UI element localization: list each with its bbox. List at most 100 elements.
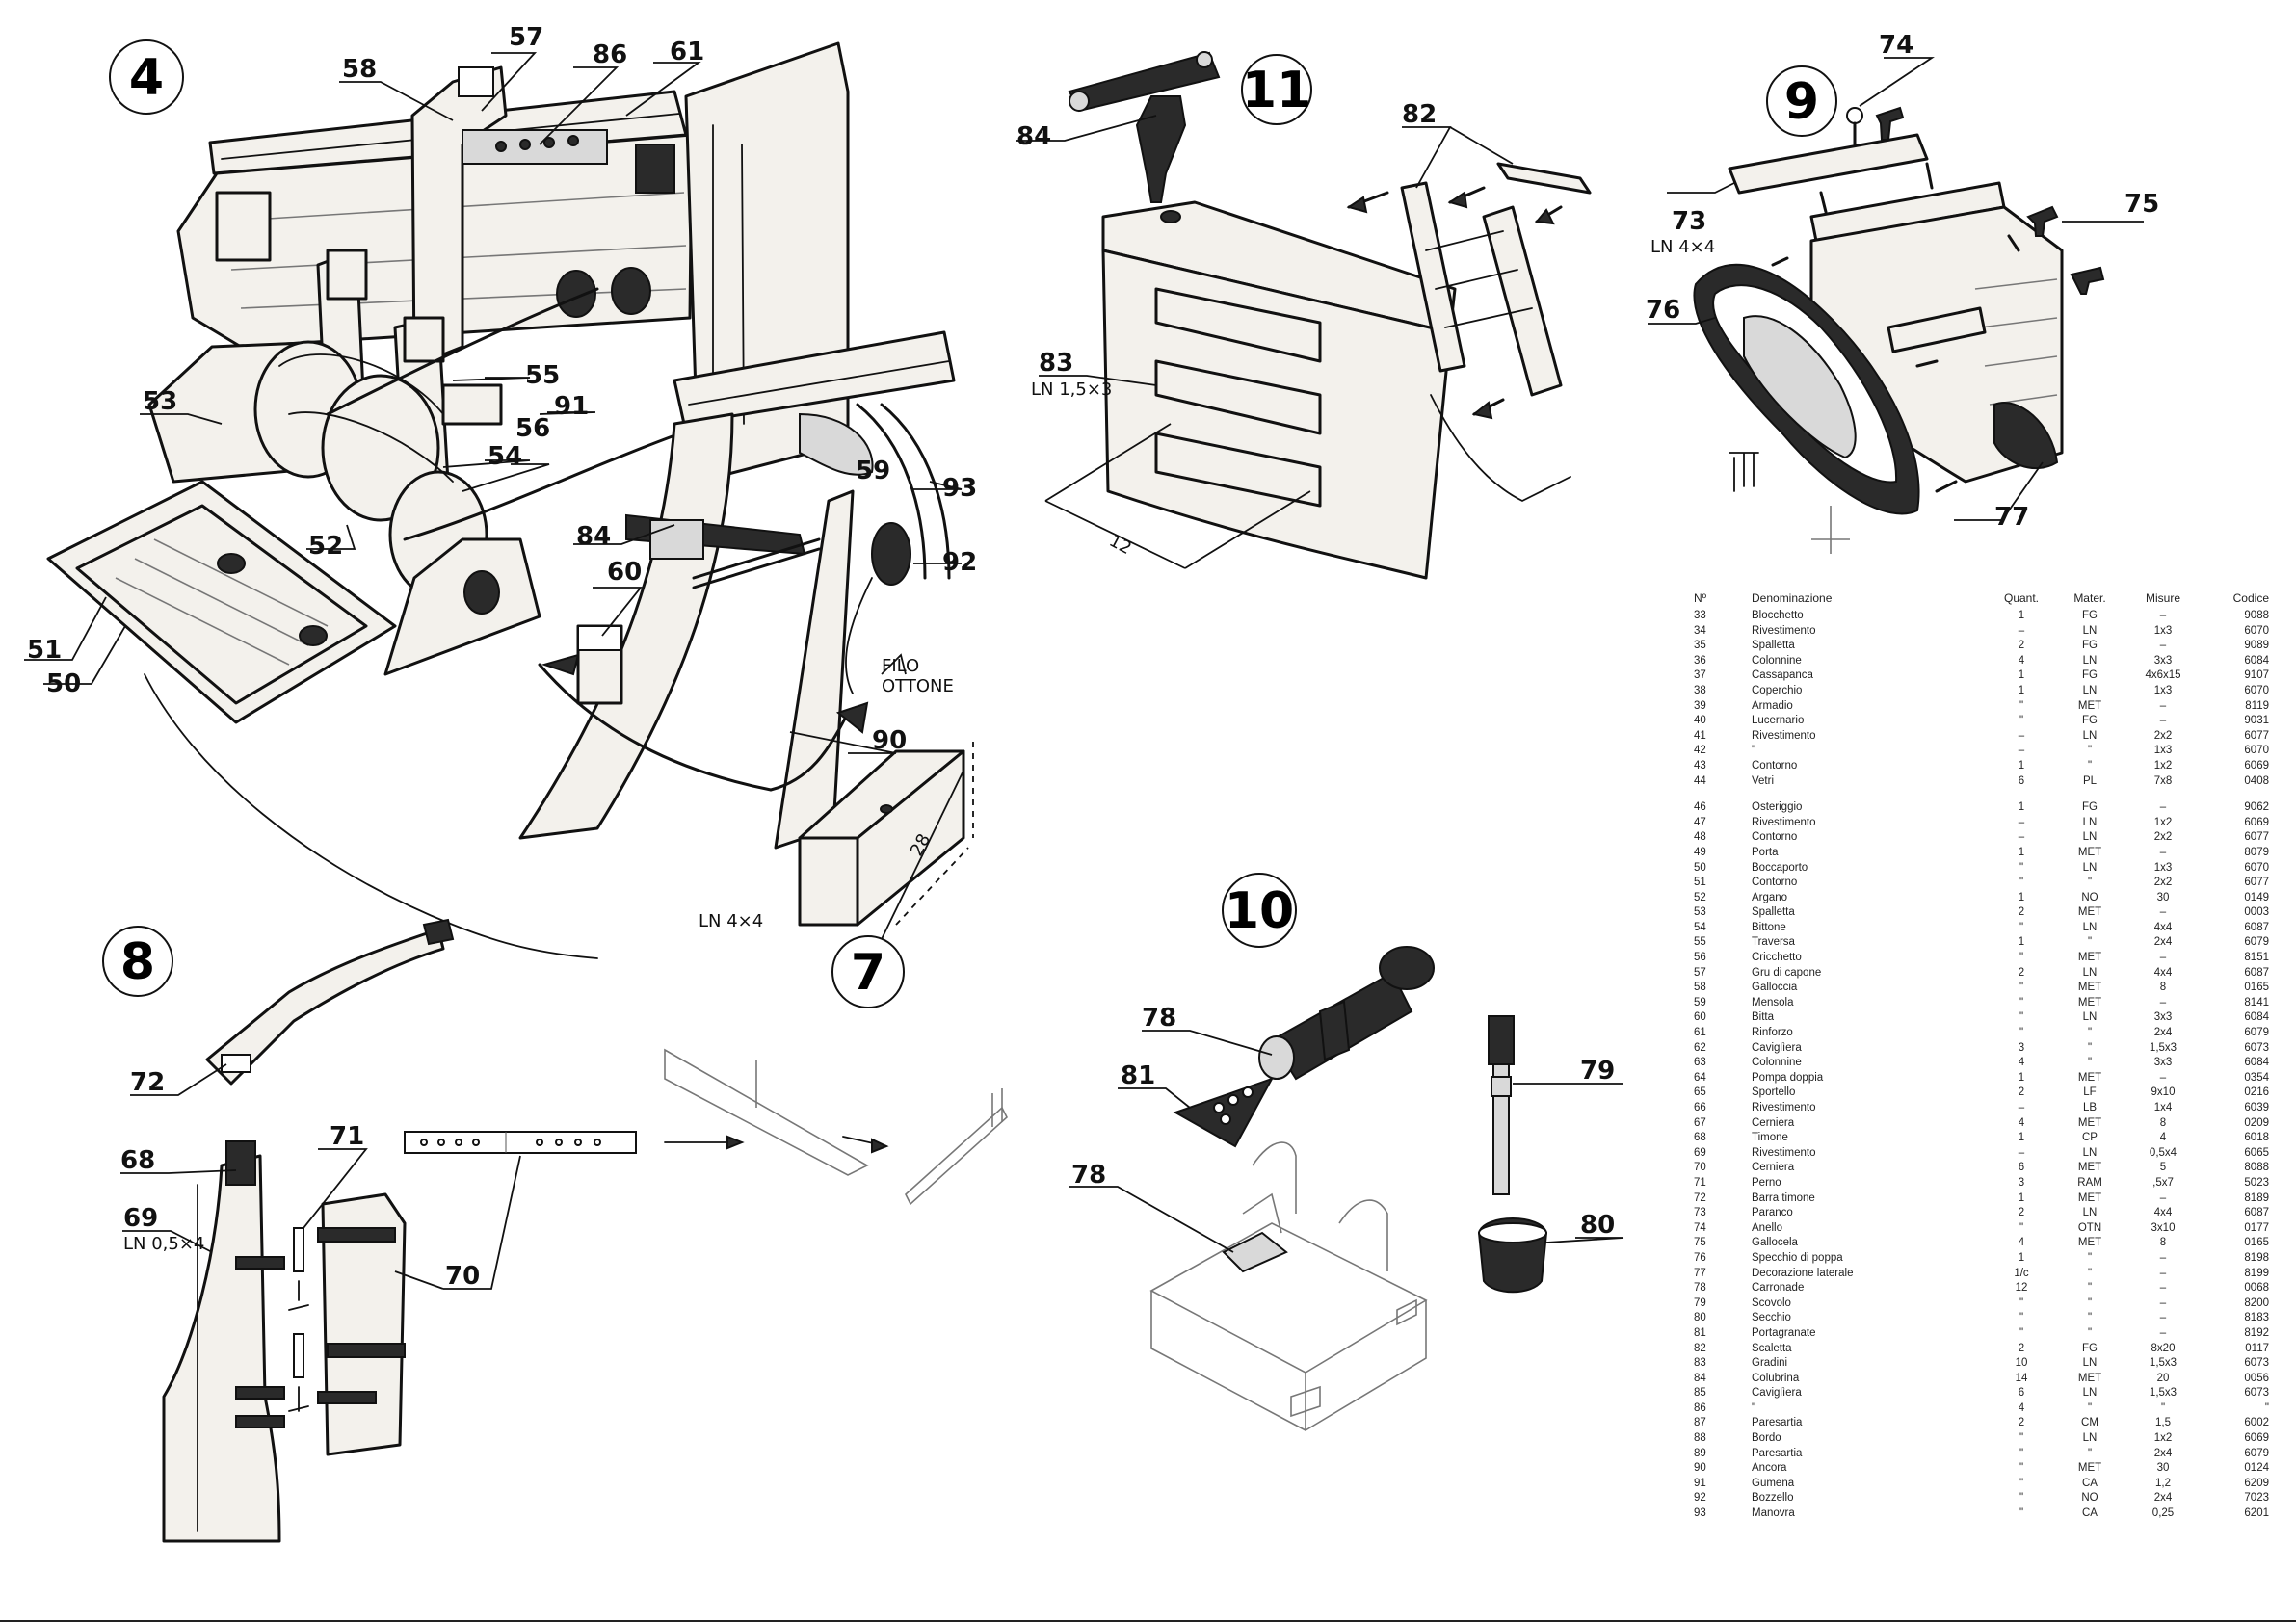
part-number: 73: [1694, 1207, 1706, 1219]
part-name: Scovolo: [1752, 1296, 1791, 1309]
step-number: 9: [1784, 73, 1819, 131]
part-code: 6209: [2244, 1477, 2269, 1489]
part-quantity: 2: [2018, 906, 2025, 919]
part-quantity: 3: [2018, 1041, 2025, 1054]
part-name: Bozzello: [1752, 1492, 1794, 1505]
part-size: 4x6x15: [2145, 669, 2181, 682]
callout-78: 78: [1142, 1004, 1176, 1033]
part-quantity: ": [2019, 921, 2024, 933]
part-size: 2x2: [2153, 729, 2173, 742]
part-material: FG: [2082, 801, 2098, 814]
callout-75: 75: [2124, 190, 2159, 219]
part-quantity: ": [2019, 1011, 2024, 1024]
part-number: 57: [1694, 966, 1706, 979]
part-code: 6077: [2244, 831, 2269, 844]
part-code: 6070: [2244, 684, 2269, 696]
part-number: 56: [1694, 952, 1706, 964]
part-size: –: [2159, 610, 2167, 621]
part-code: 0117: [2245, 1342, 2269, 1354]
note-ottone: OTTONE: [882, 676, 954, 696]
part-name: Decorazione laterale: [1752, 1267, 1854, 1279]
callout-69: 69: [123, 1204, 158, 1233]
part-size: 2x2: [2153, 831, 2173, 844]
part-material: RAM: [2077, 1176, 2102, 1189]
part-name: Cerniera: [1752, 1162, 1795, 1174]
part-material: ": [2087, 1447, 2093, 1459]
part-material: MET: [2077, 1372, 2102, 1384]
table-gap: [1692, 789, 2270, 800]
part-number: 75: [1694, 1237, 1706, 1249]
callout-83: 83: [1039, 349, 1073, 378]
part-size: –: [2159, 1282, 2167, 1295]
part-size: –: [2159, 1251, 2167, 1264]
part-number: 91: [1694, 1477, 1706, 1489]
part-number: 61: [1694, 1027, 1706, 1039]
part-number: 34: [1694, 624, 1706, 637]
part-number: 85: [1694, 1387, 1706, 1400]
callout-54: 54: [488, 442, 522, 471]
part-quantity: ": [2019, 1221, 2024, 1234]
part-material: MET: [2077, 1116, 2102, 1129]
part-name: Porta: [1752, 846, 1779, 858]
part-size: 1x3: [2153, 861, 2173, 874]
part-material: MET: [2077, 1162, 2102, 1174]
part-material: NO: [2081, 1492, 2098, 1505]
part-size: –: [2159, 846, 2167, 858]
part-size: 1x4: [2153, 1102, 2173, 1113]
part-name: Bitta: [1752, 1011, 1775, 1024]
note-ln-0-5x4: LN 0,5×4: [123, 1234, 204, 1254]
part-quantity: 14: [2015, 1372, 2028, 1384]
part-name: ": [1752, 745, 1756, 757]
part-name: Mensola: [1752, 996, 1794, 1008]
part-name: Vetri: [1752, 774, 1775, 787]
part-quantity: –: [2018, 816, 2025, 828]
part-quantity: 1: [2018, 1251, 2025, 1264]
part-material: FG: [2082, 715, 2098, 727]
part-quantity: 1/c: [2014, 1267, 2029, 1279]
part-size: –: [2159, 1267, 2167, 1279]
part-material: CA: [2082, 1507, 2098, 1520]
part-quantity: 1: [2018, 1071, 2025, 1084]
header-material: Mater.: [2073, 591, 2106, 605]
note-ln-4x4: LN 4×4: [1650, 237, 1715, 257]
part-number: 77: [1694, 1267, 1706, 1279]
callout-57: 57: [509, 23, 543, 52]
part-number: 83: [1694, 1357, 1706, 1370]
part-quantity: 4: [2018, 1057, 2025, 1069]
part-code: 6077: [2244, 877, 2269, 889]
part-name: Colonnine: [1752, 654, 1802, 667]
part-quantity: 4: [2018, 1401, 2025, 1414]
part-number: 74: [1694, 1221, 1706, 1234]
part-name: Secchio: [1752, 1312, 1791, 1324]
part-material: LN: [2082, 1432, 2098, 1445]
part-quantity: 1: [2018, 759, 2025, 772]
part-code: 8200: [2244, 1296, 2269, 1309]
part-code: 6070: [2244, 745, 2269, 757]
part-name: Coperchio: [1752, 684, 1803, 696]
part-number: 71: [1694, 1176, 1706, 1189]
part-size: 1x2: [2153, 759, 2173, 772]
part-name: Rivestimento: [1752, 1102, 1816, 1113]
part-code: 6069: [2244, 816, 2269, 828]
callout-92: 92: [942, 548, 977, 577]
part-name: Lucernario: [1752, 715, 1805, 727]
part-size: 8: [2159, 1237, 2167, 1249]
part-quantity: 2: [2018, 966, 2025, 979]
part-quantity: 6: [2018, 1387, 2025, 1400]
part-name: Anello: [1752, 1221, 1782, 1234]
callout-82: 82: [1402, 100, 1437, 129]
part-quantity: –: [2018, 831, 2025, 844]
part-size: 1x3: [2153, 745, 2173, 757]
